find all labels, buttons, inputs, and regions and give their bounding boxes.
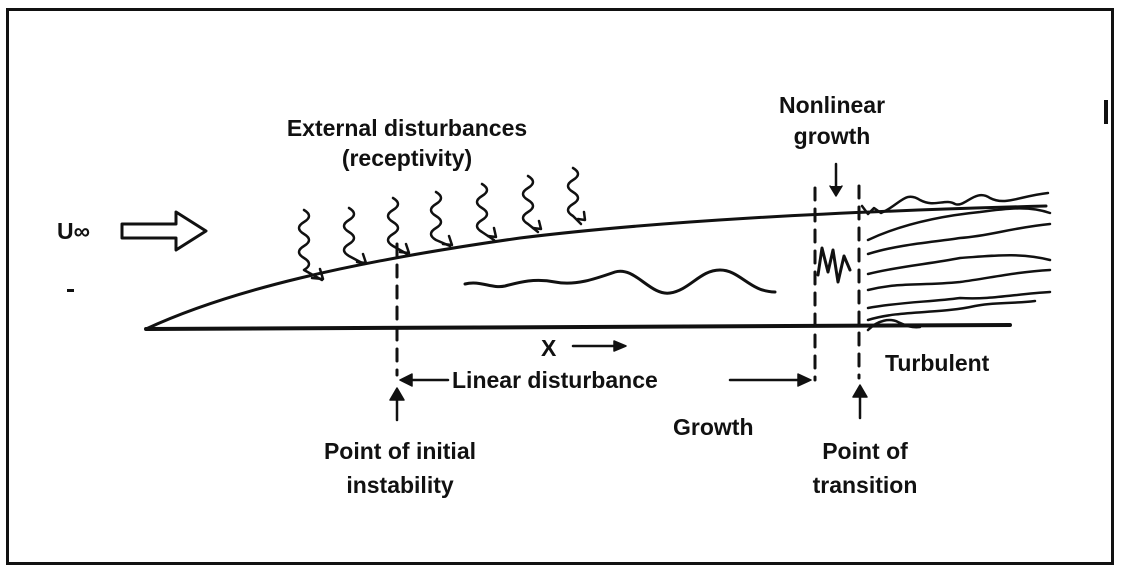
turbulent-label: Turbulent xyxy=(885,350,990,376)
flat-plate-line xyxy=(144,323,1012,331)
transition-label-line1: Point of xyxy=(822,438,908,464)
linear-disturbance-wave xyxy=(463,268,777,295)
initial-instability-label-line1: Point of initial xyxy=(323,438,477,464)
freestream-velocity-label: U∞ xyxy=(57,218,91,244)
x-axis-label: X xyxy=(541,335,557,361)
turbulent-flow-lines xyxy=(860,191,1052,332)
external-disturbances-label-line1: External disturbances xyxy=(286,115,528,141)
nonlinear-label-line1: Nonlinear xyxy=(778,92,886,118)
linear-disturbance-label: Linear disturbance xyxy=(452,367,658,393)
nonlinear-label-line2: growth xyxy=(793,123,871,149)
freestream-arrow-icon xyxy=(120,210,208,252)
external-disturbances-label-line2: (receptivity) xyxy=(341,145,473,171)
growth-label: Growth xyxy=(673,414,754,440)
external-disturbance-arrows xyxy=(297,166,587,282)
figure-frame xyxy=(6,8,1114,565)
nonlinear-growth-spikes xyxy=(816,246,852,284)
initial-instability-label-line2: instability xyxy=(346,472,454,498)
transition-label-line2: transition xyxy=(812,472,918,498)
